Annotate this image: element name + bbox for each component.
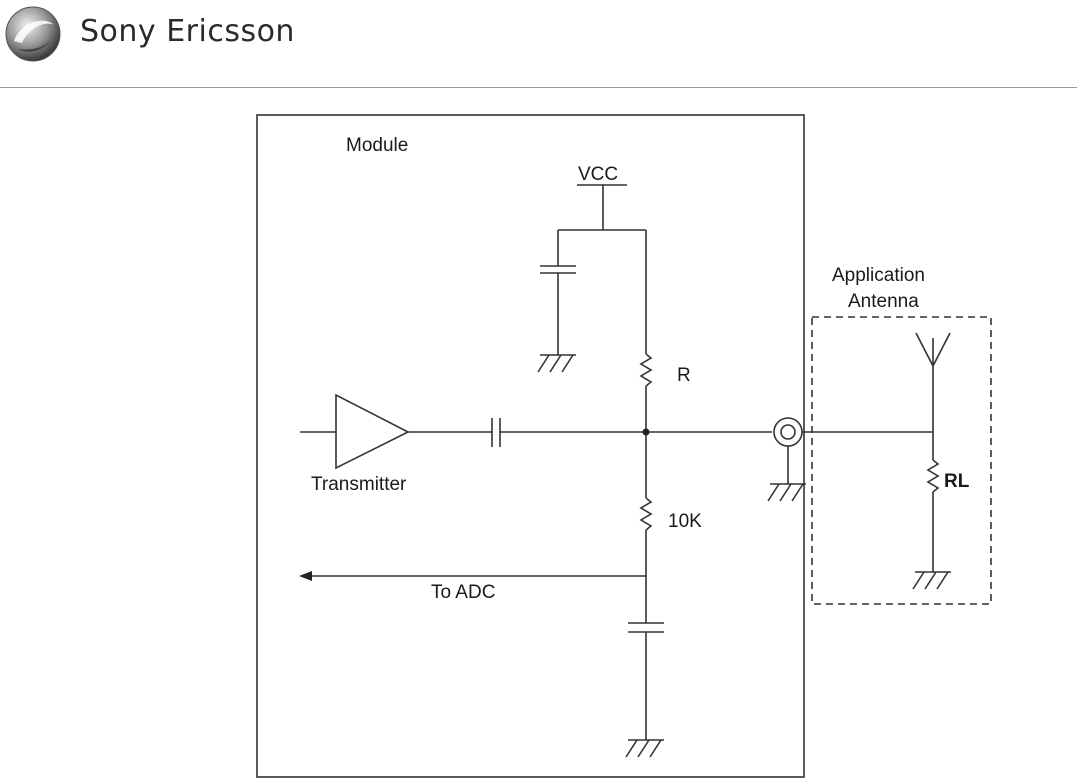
ground-symbol-bottom — [626, 740, 664, 757]
to-adc-arrow-icon — [299, 571, 312, 581]
module-label: Module — [346, 135, 408, 156]
resistor-r-label: R — [677, 365, 691, 386]
transmitter-amplifier — [336, 395, 408, 468]
resistor-10k — [641, 498, 651, 530]
to-adc-label: To ADC — [431, 582, 495, 603]
ground-symbol-cap — [538, 355, 576, 372]
transmitter-label: Transmitter — [311, 474, 407, 495]
resistor-rl-label: RL — [944, 471, 970, 492]
resistor-10k-label: 10K — [668, 511, 702, 532]
antenna-connector-outer — [774, 418, 802, 446]
resistor-rl — [928, 460, 938, 492]
antenna-label: Antenna — [848, 291, 919, 312]
ground-symbol-antenna — [913, 572, 951, 589]
resistor-r — [641, 354, 651, 386]
ground-symbol-connector — [768, 484, 806, 501]
application-label: Application — [832, 265, 925, 286]
application-antenna-box — [812, 317, 991, 604]
module-box — [257, 115, 804, 777]
junction-dot — [643, 429, 650, 436]
antenna-connector-inner — [781, 425, 795, 439]
vcc-label: VCC — [578, 164, 618, 185]
antenna-icon — [916, 333, 950, 366]
